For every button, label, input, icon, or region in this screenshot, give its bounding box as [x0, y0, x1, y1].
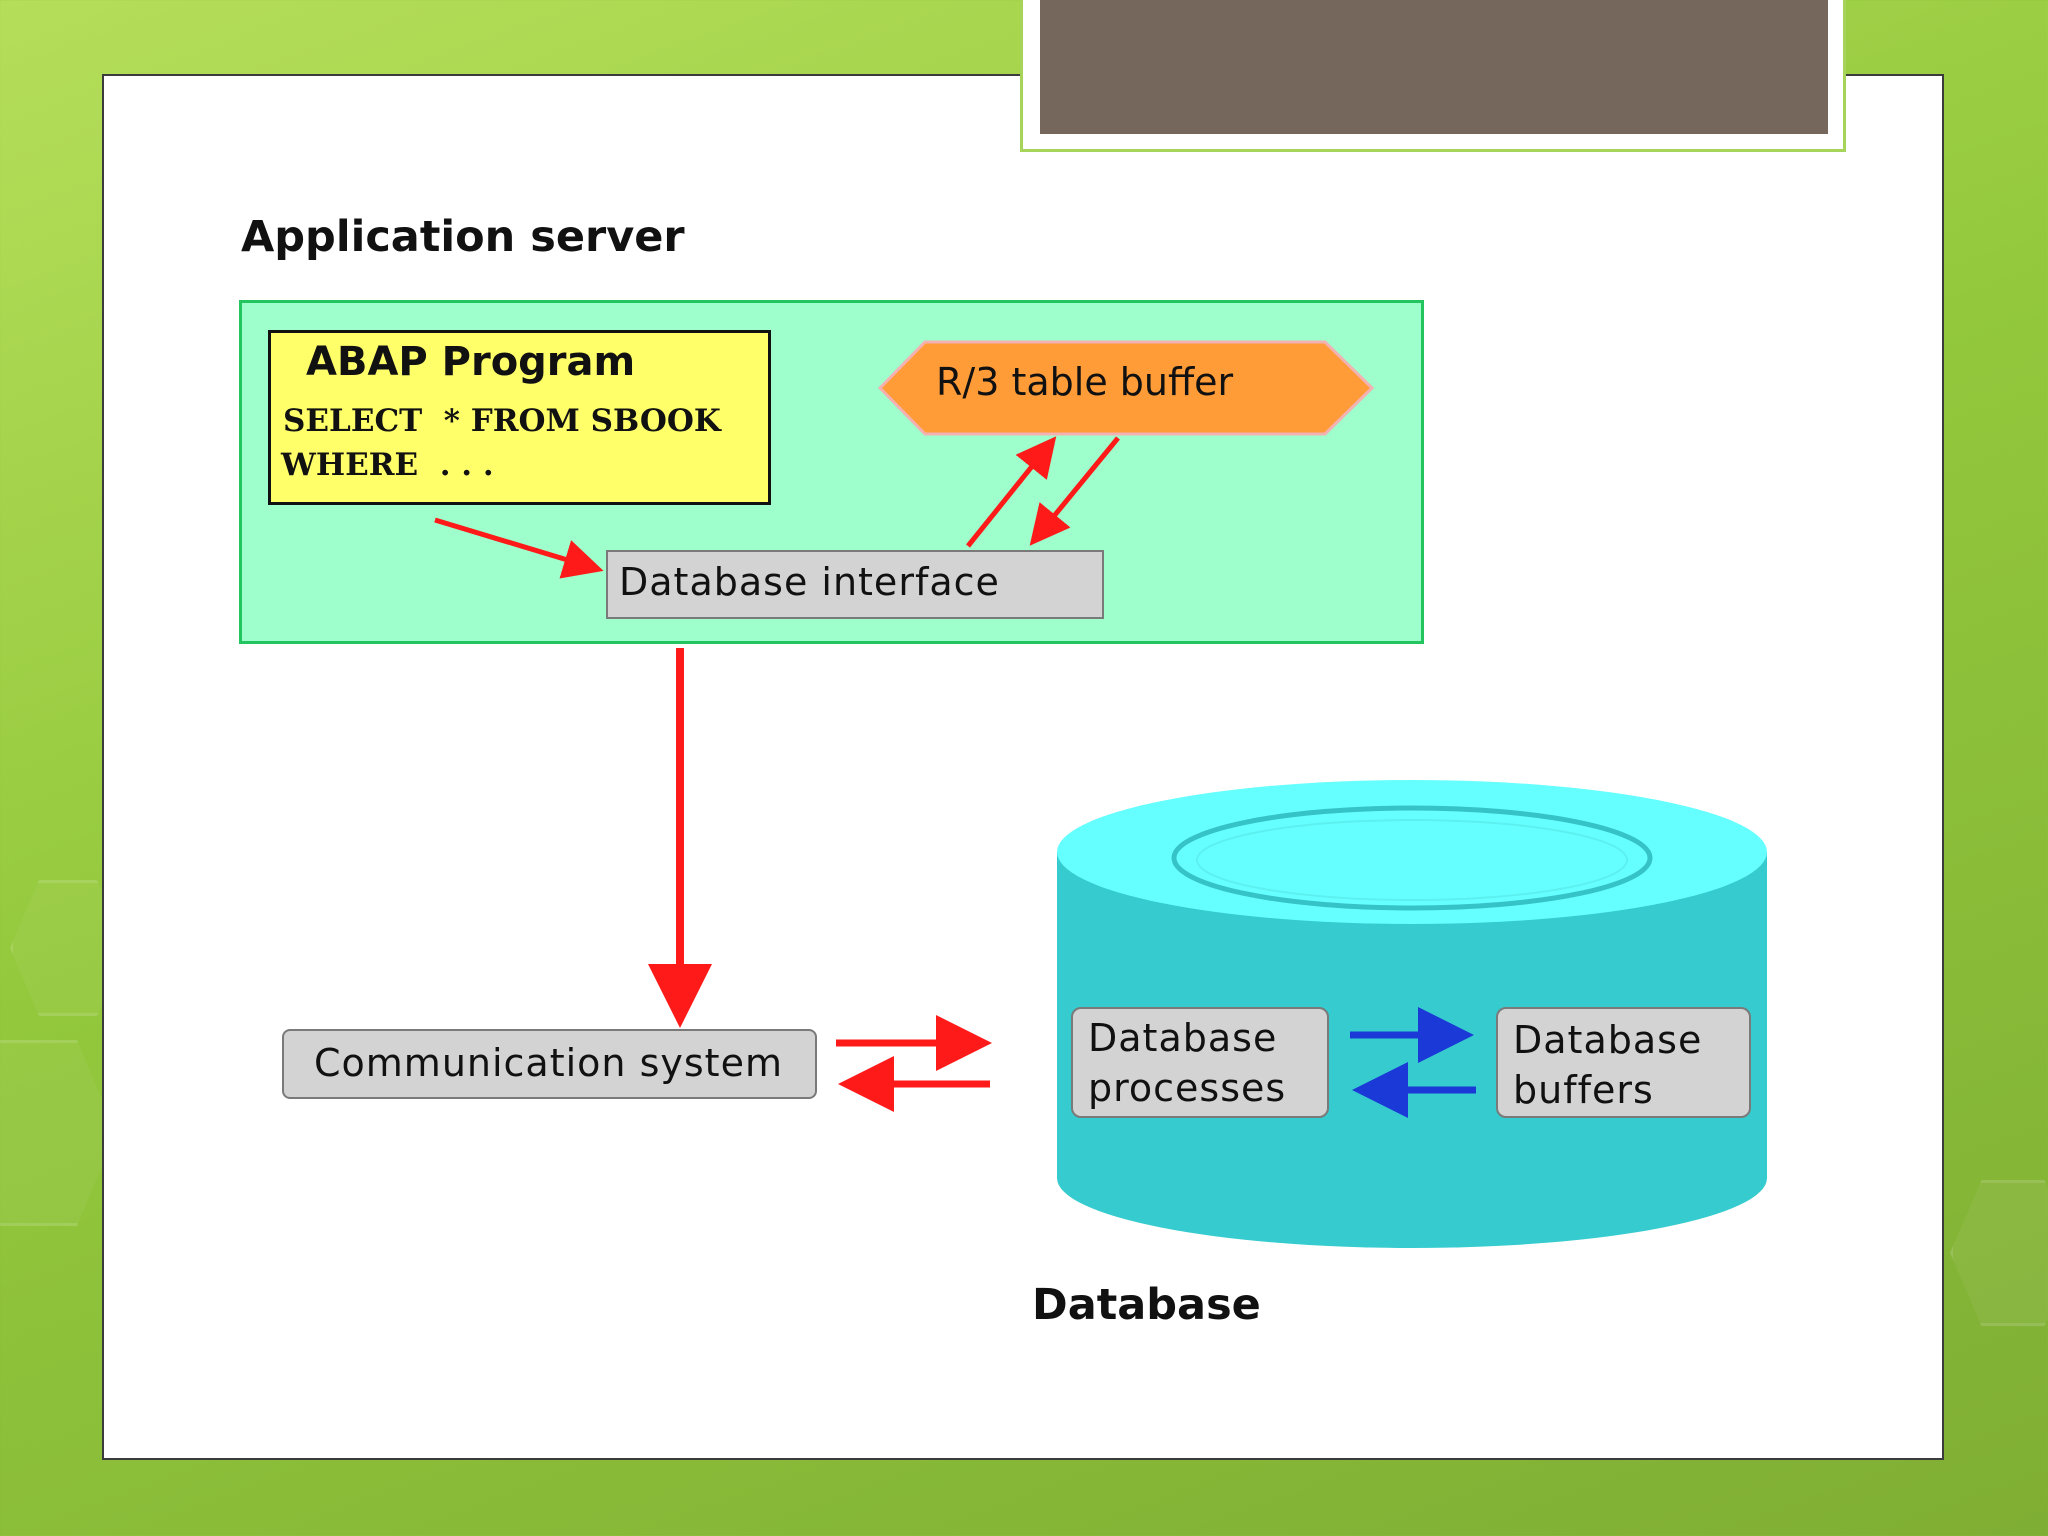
- communication-system-label: Communication system: [314, 1041, 783, 1085]
- table-buffer-shape: [877, 340, 1375, 436]
- database-processes-label-line-1: Database: [1088, 1016, 1278, 1060]
- abap-code-line-2: WHERE . . .: [281, 447, 494, 483]
- database-processes-label-line-2: processes: [1088, 1066, 1287, 1110]
- database-processes-box: Database processes: [1071, 1007, 1329, 1118]
- communication-system-box: Communication system: [282, 1029, 817, 1099]
- arrow-buffer-to-interface: [1029, 436, 1120, 546]
- arrow-abap-to-interface: [434, 517, 604, 579]
- abap-program-box: ABAP Program SELECT * FROM SBOOK WHERE .…: [268, 330, 771, 505]
- application-server-heading: Application server: [241, 212, 685, 262]
- arrow-interface-to-buffer: [966, 436, 1057, 548]
- database-interface-box: Database interface: [606, 550, 1104, 619]
- title-placeholder: [1040, 0, 1828, 134]
- database-buffers-label-line-1: Database: [1513, 1018, 1703, 1062]
- database-interface-label: Database interface: [619, 560, 1000, 604]
- database-heading: Database: [1032, 1280, 1261, 1330]
- database-buffers-label-line-2: buffers: [1513, 1068, 1654, 1112]
- table-buffer-label: R/3 table buffer: [936, 360, 1234, 404]
- database-cylinder: [1057, 780, 1767, 1248]
- database-buffers-box: Database buffers: [1496, 1007, 1751, 1118]
- abap-program-title: ABAP Program: [306, 339, 636, 385]
- abap-code-line-1: SELECT * FROM SBOOK: [283, 403, 721, 439]
